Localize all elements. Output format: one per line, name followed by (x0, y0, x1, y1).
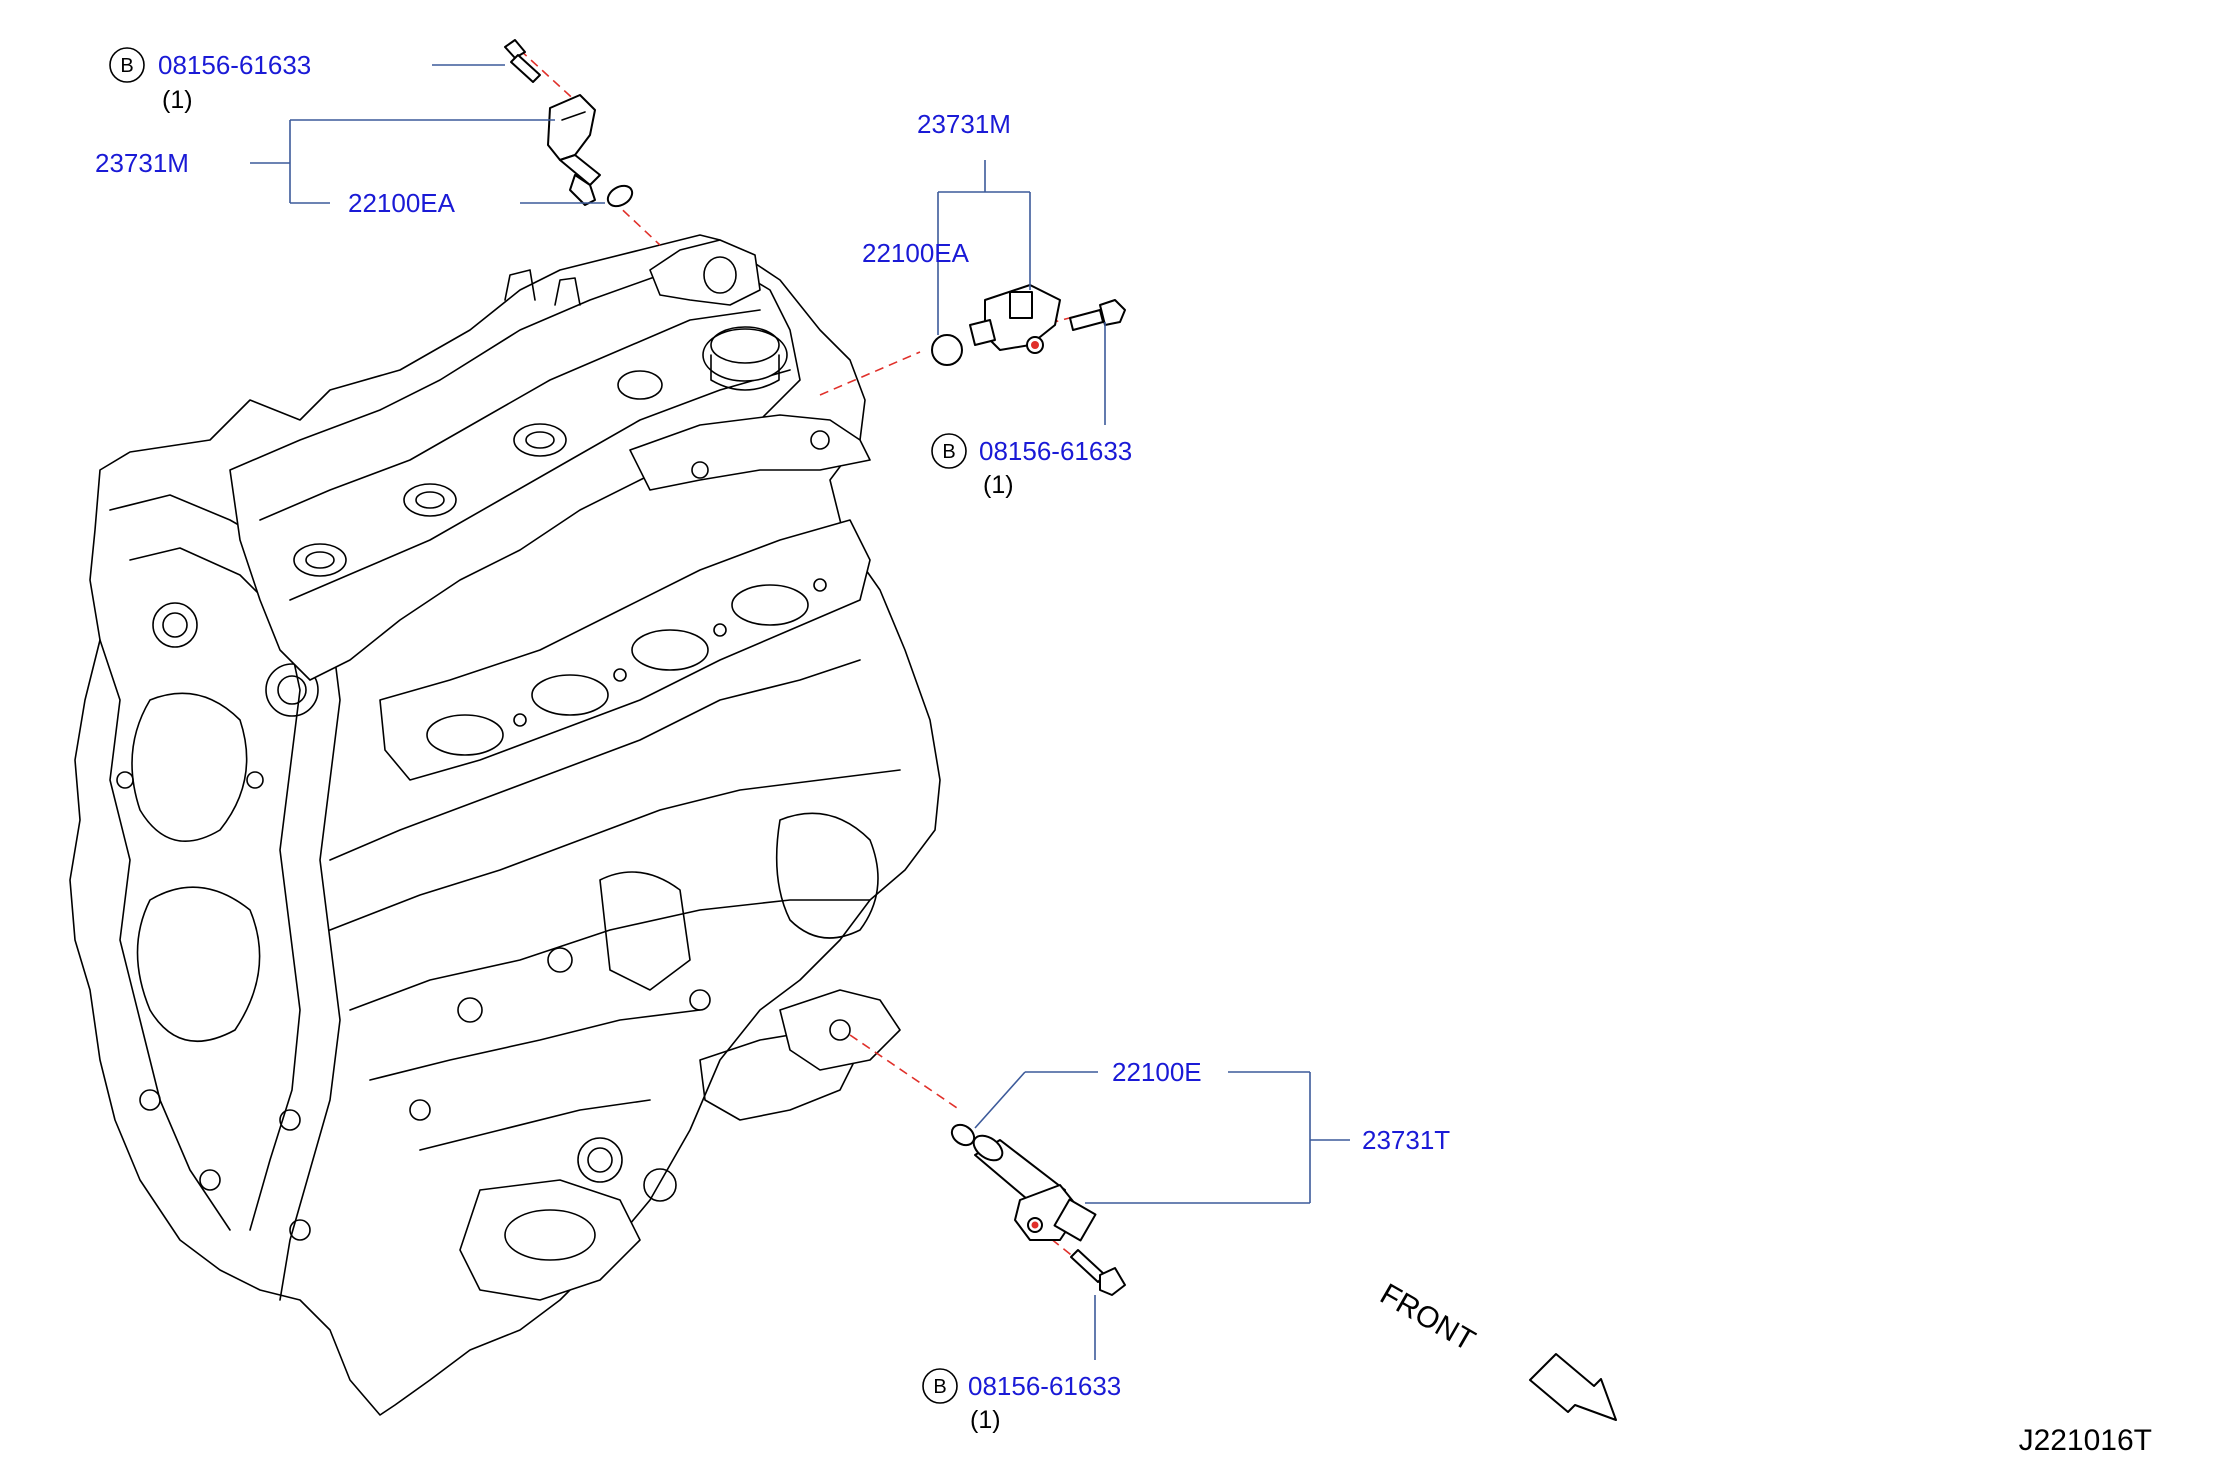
front-indicator: FRONT (1375, 1277, 1617, 1421)
callout-top-left: B 08156-61633 (1) 23731M 22100EA (95, 47, 456, 218)
o-ring-lower-icon (950, 1123, 976, 1147)
crank-sensor-lower-icon (972, 1134, 1097, 1242)
bolt-part-number[interactable]: 08156-61633 (968, 1371, 1121, 1401)
callout-badge-label: B (933, 1376, 946, 1398)
bolt-upper-right-icon (1069, 299, 1126, 331)
cam-sensor-top-left-icon (547, 94, 601, 206)
sensor-part-number[interactable]: 23731M (95, 148, 189, 178)
o-ring-upper-right-icon (931, 334, 963, 366)
bolt-quantity: (1) (970, 1406, 1001, 1434)
diagram-reference-id: J221016T (2019, 1424, 2152, 1457)
bolt-quantity: (1) (983, 471, 1014, 499)
o-ring-part-number[interactable]: 22100E (1112, 1057, 1202, 1087)
o-ring-top-left-icon (606, 184, 634, 208)
callout-badge-label: B (120, 55, 133, 77)
callout-badge (922, 1368, 958, 1404)
callout-badge-label: B (942, 441, 955, 463)
bolt-quantity: (1) (162, 86, 193, 114)
leader-lines (250, 64, 1350, 1360)
bolt-lower-icon (1070, 1249, 1126, 1296)
sensor-part-number[interactable]: 23731T (1362, 1125, 1450, 1155)
cam-sensor-upper-right-icon (969, 284, 1061, 354)
callout-upper-right: 23731M 22100EA B 08156-61633 (1) (862, 109, 1132, 499)
sensor-part-number[interactable]: 23731M (917, 109, 1011, 139)
callout-badge (109, 47, 145, 83)
bolt-top-left-icon (504, 39, 541, 83)
o-ring-part-number[interactable]: 22100EA (862, 238, 970, 268)
front-arrow-icon (1529, 1353, 1617, 1421)
engine-illustration (69, 234, 941, 1416)
front-label: FRONT (1375, 1277, 1481, 1357)
o-ring-part-number[interactable]: 22100EA (348, 188, 456, 218)
callout-badge (931, 433, 967, 469)
bolt-part-number[interactable]: 08156-61633 (158, 50, 311, 80)
bolt-part-number[interactable]: 08156-61633 (979, 436, 1132, 466)
callout-lower: 22100E 23731T B 08156-61633 (1) (922, 1057, 1450, 1434)
